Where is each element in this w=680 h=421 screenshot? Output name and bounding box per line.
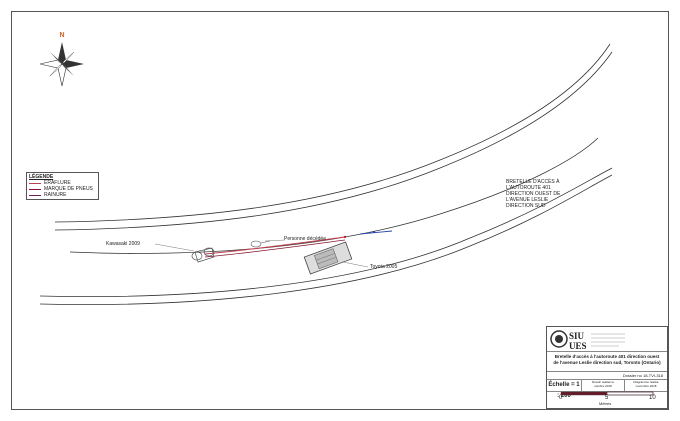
dossier-number: Dossier no 18-TVI-318: [547, 372, 667, 380]
logo-siu-text: SIU: [569, 331, 585, 341]
road-label: BRETELLE D'ACCÈS À L'AUTOROUTE 401 DIREC…: [506, 179, 576, 209]
logo-ues-text: UES: [569, 341, 587, 351]
road-label-line: L'AUTOROUTE 401: [506, 185, 551, 191]
evidence-marker-blue: [373, 231, 375, 233]
road-label-line: L'AVENUE LESLIE: [506, 197, 549, 203]
legend-swatch-tire: [29, 188, 41, 190]
scale-text: Échelle = 1 : 200: [547, 380, 582, 399]
car-label: Toyota 2005: [370, 264, 398, 270]
road-edge-lane: [69, 137, 599, 254]
north-label: N: [59, 32, 64, 39]
drawn-date-line: Dessin réalisé le: [591, 380, 614, 384]
description-line: de l'avenue Leslie direction sud, Toront…: [553, 359, 661, 365]
scale-bar-units: Mètres: [599, 401, 612, 406]
scale-bar-label: 5: [605, 395, 609, 401]
person-outline: [250, 240, 271, 248]
north-arrow-icon: [39, 42, 84, 87]
scrape-mark: [204, 236, 346, 255]
description-line: Bretelle d'accès à l'autoroute 401 direc…: [554, 354, 660, 359]
road-edge-inner-1: [54, 43, 611, 223]
legend-label: RAINURE: [44, 192, 67, 198]
tire-mark: [204, 239, 346, 258]
legend-item: RAINURE: [29, 192, 96, 198]
siu-logo: SIU UES: [547, 327, 667, 352]
diagram-description: Bretelle d'accès à l'autoroute 401 direc…: [547, 352, 667, 372]
legend-item: ÉRAFLURE: [29, 180, 96, 186]
car-leader: [342, 261, 369, 268]
road-label-line: BRETELLE D'ACCÈS À: [506, 179, 560, 185]
legend-label: MARQUE DE PNEUS: [44, 186, 93, 192]
diagram-date-line: novembre 2018: [635, 383, 657, 388]
diagram-date: Diagramme réalisé novembre 2018: [625, 380, 667, 388]
road-edge-inner-2: [54, 51, 613, 231]
person-leader: [264, 239, 286, 242]
legend-item: MARQUE DE PNEUS: [29, 186, 96, 192]
gouge-mark: [359, 230, 393, 235]
info-row: Échelle = 1 : 200 Dessin réalisé le octo…: [547, 380, 667, 399]
motorcycle-label: Kawasaki 2009: [106, 241, 140, 247]
legend-label: ÉRAFLURE: [44, 180, 71, 186]
drawn-date: Dessin réalisé le octobre 2018: [582, 380, 624, 388]
motorcycle-outline: [191, 247, 215, 263]
legend: LÉGENDE ÉRAFLURE MARQUE DE PNEUS RAINURE: [26, 172, 99, 200]
road-edge-outer-1: [39, 167, 613, 298]
road-label-line: DIRECTION SUD: [506, 203, 546, 209]
legend-swatch-gouge: [29, 194, 41, 196]
person-label: Personne décédée: [284, 236, 326, 242]
evidence-marker-red: [343, 235, 347, 239]
drawn-date-line: octobre 2018: [594, 383, 612, 388]
road-edge-outer-2: [39, 174, 613, 305]
legend-swatch-scrape: [29, 182, 41, 184]
road-label-line: DIRECTION OUEST DE: [506, 191, 561, 197]
car-outline: [303, 241, 353, 275]
legend-title: LÉGENDE: [29, 174, 54, 180]
scale-bar: 0 5 10 Mètres: [547, 391, 667, 409]
scale-bar-label: 0: [559, 395, 563, 401]
scale-bar-label: 10: [649, 395, 656, 401]
motorcycle-leader: [154, 243, 195, 252]
title-block: SIU UES Bretelle d'accès à l'autoroute 4…: [546, 326, 668, 409]
drawing-frame: [11, 11, 669, 410]
diagram-date-line: Diagramme réalisé: [633, 380, 659, 384]
